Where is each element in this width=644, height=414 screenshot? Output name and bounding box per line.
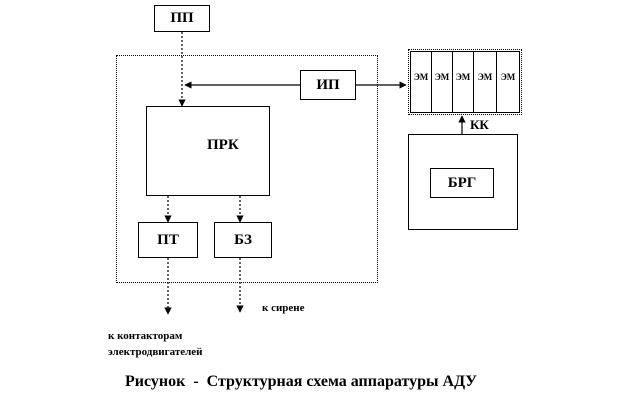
em-cell: ЭМ	[452, 51, 474, 113]
ip-label: ИП	[316, 76, 340, 93]
brg-enclosure	[408, 134, 518, 230]
bz-block: БЗ	[214, 222, 272, 258]
prk-label: ПРК	[207, 137, 239, 153]
em-cell: ЭМ	[431, 51, 453, 113]
apparatus-enclosure	[116, 55, 378, 283]
pt-block: ПТ	[138, 222, 198, 258]
bz-label: БЗ	[234, 231, 252, 248]
kk-label: КК	[470, 117, 489, 132]
em-group-frame	[408, 49, 522, 115]
siren-label: к сирене	[262, 302, 305, 314]
em-cell: ЭМ	[410, 51, 432, 113]
em-cell: ЭМ	[496, 51, 520, 113]
contactors-label-line1: к контакторам	[108, 330, 183, 342]
pp-label: ПП	[170, 10, 194, 26]
brg-label: БРГ	[447, 174, 477, 191]
figure-caption: Рисунок - Структурная схема аппаратуры А…	[125, 373, 478, 390]
ip-block: ИП	[300, 70, 356, 100]
em-cell: ЭМ	[473, 51, 497, 113]
pp-block: ПП	[154, 5, 210, 32]
prk-block: ПРК	[146, 106, 270, 196]
pt-label: ПТ	[157, 231, 179, 248]
contactors-label-line2: электродвигателей	[108, 346, 203, 358]
brg-block: БРГ	[430, 168, 494, 198]
